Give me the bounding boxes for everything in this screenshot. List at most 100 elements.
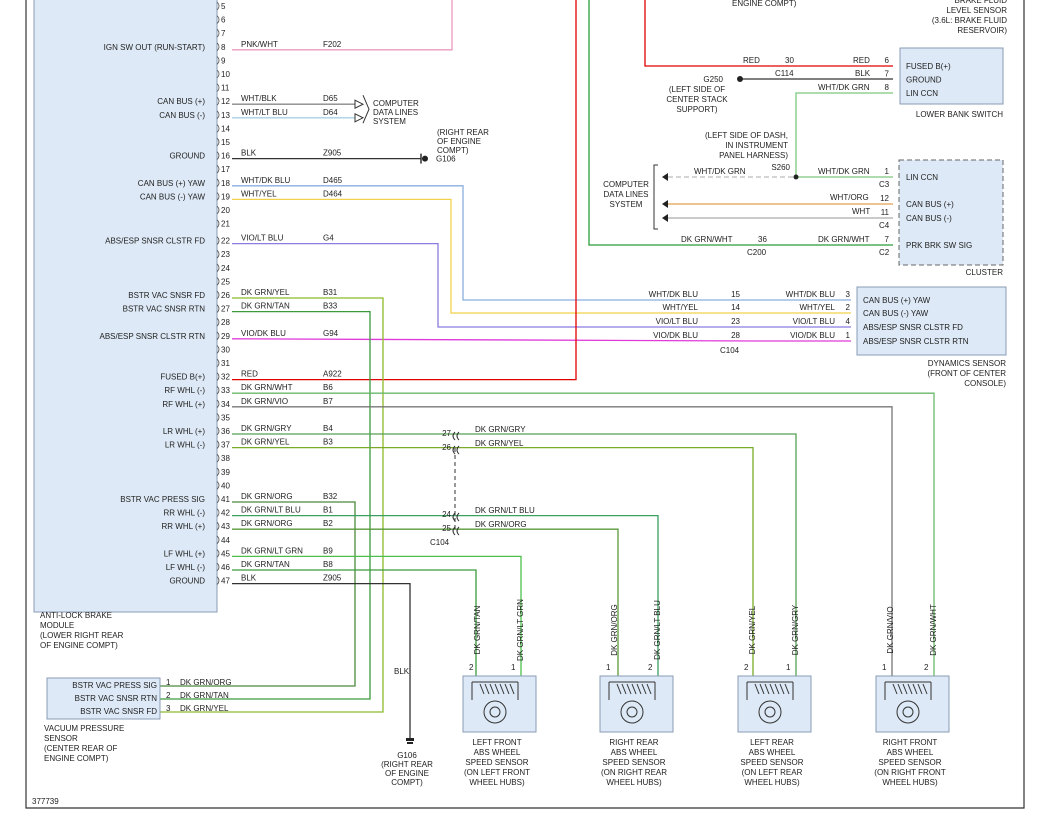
wire-color-label: VIO/LT BLU (241, 234, 284, 243)
abs-pin-terminal (216, 151, 220, 160)
cluster-connector: C2 (879, 248, 890, 257)
abs-pin-number: 11 (221, 84, 230, 93)
c200-label: C200 (747, 248, 767, 257)
wire-wheel-34 (232, 406, 893, 676)
lbs-dash-location-line: IN INSTRUMENT (725, 141, 788, 150)
abs-pin-terminal (216, 576, 220, 585)
abs-pin-number: 16 (221, 152, 230, 161)
abs-pin-label: BSTR VAC PRESS SIG (120, 495, 205, 504)
abs-module-label-line: OF ENGINE COMPT) (40, 641, 118, 650)
wire-color-label: BLK (394, 667, 410, 676)
abs-module-label-line: ANTI-LOCK BRAKE (40, 611, 112, 620)
wire-color-label: DK GRN/GRY (241, 424, 292, 433)
abs-pin-number: 30 (221, 345, 230, 354)
dynamics-pin-number: 2 (846, 303, 851, 312)
wheel-sensor-coil (479, 683, 485, 695)
wire-color-label: WHT/BLK (241, 94, 277, 103)
c104-terminal (452, 526, 460, 536)
abs-pin-number: 39 (221, 468, 230, 477)
bracket-cluster-data (653, 164, 658, 230)
figure-id: 377739 (32, 797, 59, 806)
vacuum-sensor-name-line: VACUUM PRESSURE (44, 724, 124, 733)
wire-color-label: WHT/DK BLU (649, 290, 699, 299)
abs-pin-terminal (216, 56, 220, 65)
wheel-sensor-coil (616, 683, 622, 695)
wheel-sensor-coil (489, 683, 495, 695)
wheel-sensor-hub (902, 706, 914, 718)
abs-pin-number: 43 (221, 522, 230, 531)
wire-color-label: DK GRN/LT BLU (475, 506, 535, 515)
wheel-sensor-coil (754, 683, 760, 695)
wire-color-label: DK GRN/TAN (241, 302, 290, 311)
wheel-sensor-name-line: RIGHT FRONT (883, 738, 938, 747)
dynamics-pin-label: ABS/ESP SNSR CLSTR RTN (863, 337, 969, 346)
wheel-sensor-coil (779, 683, 785, 695)
wire-snsr-clstr-rtn (231, 338, 759, 342)
abs-pin-terminal (216, 42, 220, 52)
abs-pin-terminal (216, 263, 220, 273)
inline-pin: 28 (731, 331, 740, 340)
wire-color-label: WHT/DK GRN (694, 167, 746, 176)
wire-dk-grn-top (588, 0, 758, 246)
wheel-pin: 2 (924, 663, 929, 672)
abs-pin-number: 32 (221, 373, 230, 382)
wire-color-label: WHT (852, 207, 870, 216)
wire-color-label: RED (853, 56, 870, 65)
wheel-sensor-coil (912, 683, 918, 695)
abs-pin-terminal (216, 96, 220, 106)
wire-color-label: DK GRN/LT GRN (241, 546, 303, 555)
circuit-label: Z905 (323, 149, 342, 158)
wire-color-label: VIO/DK BLU (241, 329, 286, 338)
wheel-sensor-coil (784, 683, 790, 695)
circuit-label: B33 (323, 302, 338, 311)
abs-pin-terminal (216, 304, 220, 313)
wheel-sensor-coil (892, 683, 898, 695)
c104-connector-label: C104 (430, 538, 450, 547)
wheel-sensor (599, 675, 674, 733)
abs-pin-terminal (216, 481, 220, 490)
brake-fluid-label-line: BRAKE FLUID (955, 0, 1008, 5)
circuit-label: B8 (323, 560, 333, 569)
computer-data-lines-label-line: SYSTEM (373, 117, 406, 126)
abs-pin-label: BSTR VAC SNSR RTN (123, 305, 206, 314)
c104-top-label: C104 (720, 346, 740, 355)
abs-module-label-line: (LOWER RIGHT REAR (40, 631, 124, 640)
lbs-pin-number: 8 (885, 83, 890, 92)
abs-pin-label: FUSED B(+) (160, 373, 205, 382)
wire-color-label: VIO/DK BLU (653, 331, 698, 340)
wheel-sensor-name-line: ABS WHEEL (749, 748, 796, 757)
wheel-pin: 1 (511, 663, 516, 672)
wire-color-label: BLK (855, 69, 871, 78)
abs-pin-terminal (216, 508, 220, 517)
arrow-cluster-can-plus (662, 200, 668, 208)
abs-pin-terminal (216, 15, 220, 24)
wheel-wire-color: DK GRN/LT GRN (516, 599, 525, 661)
wheel-sensor-coil (636, 683, 642, 695)
wire-color-label: WHT/ORG (830, 193, 869, 202)
circuit-label: G94 (323, 329, 339, 338)
wheel-sensor-name-line: (ON RIGHT REAR (601, 768, 667, 777)
abs-module-label-line: MODULE (40, 621, 74, 630)
abs-pin-terminal (216, 219, 220, 228)
cluster-pin-number: 7 (885, 235, 890, 244)
wire-color-label: PNK/WHT (241, 40, 278, 49)
abs-pin-label: RR WHL (-) (164, 509, 206, 518)
vacuum-sensor-box (46, 677, 161, 720)
wheel-sensor (737, 675, 812, 733)
abs-pin-label: CAN BUS (+) YAW (138, 179, 206, 188)
circuit-label: D64 (323, 108, 338, 117)
wheel-wire-color: DK GRN/TAN (473, 605, 482, 654)
abs-pin-terminal (216, 399, 220, 409)
dynamics-pin-label: ABS/ESP SNSR CLSTR FD (863, 323, 963, 332)
wheel-sensor-coil (922, 683, 928, 695)
g106-bottom-label-line: OF ENGINE (385, 769, 429, 778)
abs-pin-number: 24 (221, 264, 230, 273)
abs-pin-terminal (216, 372, 220, 381)
wire-color-label: DK GRN/ORG (180, 678, 232, 687)
wheel-pin: 1 (786, 663, 791, 672)
